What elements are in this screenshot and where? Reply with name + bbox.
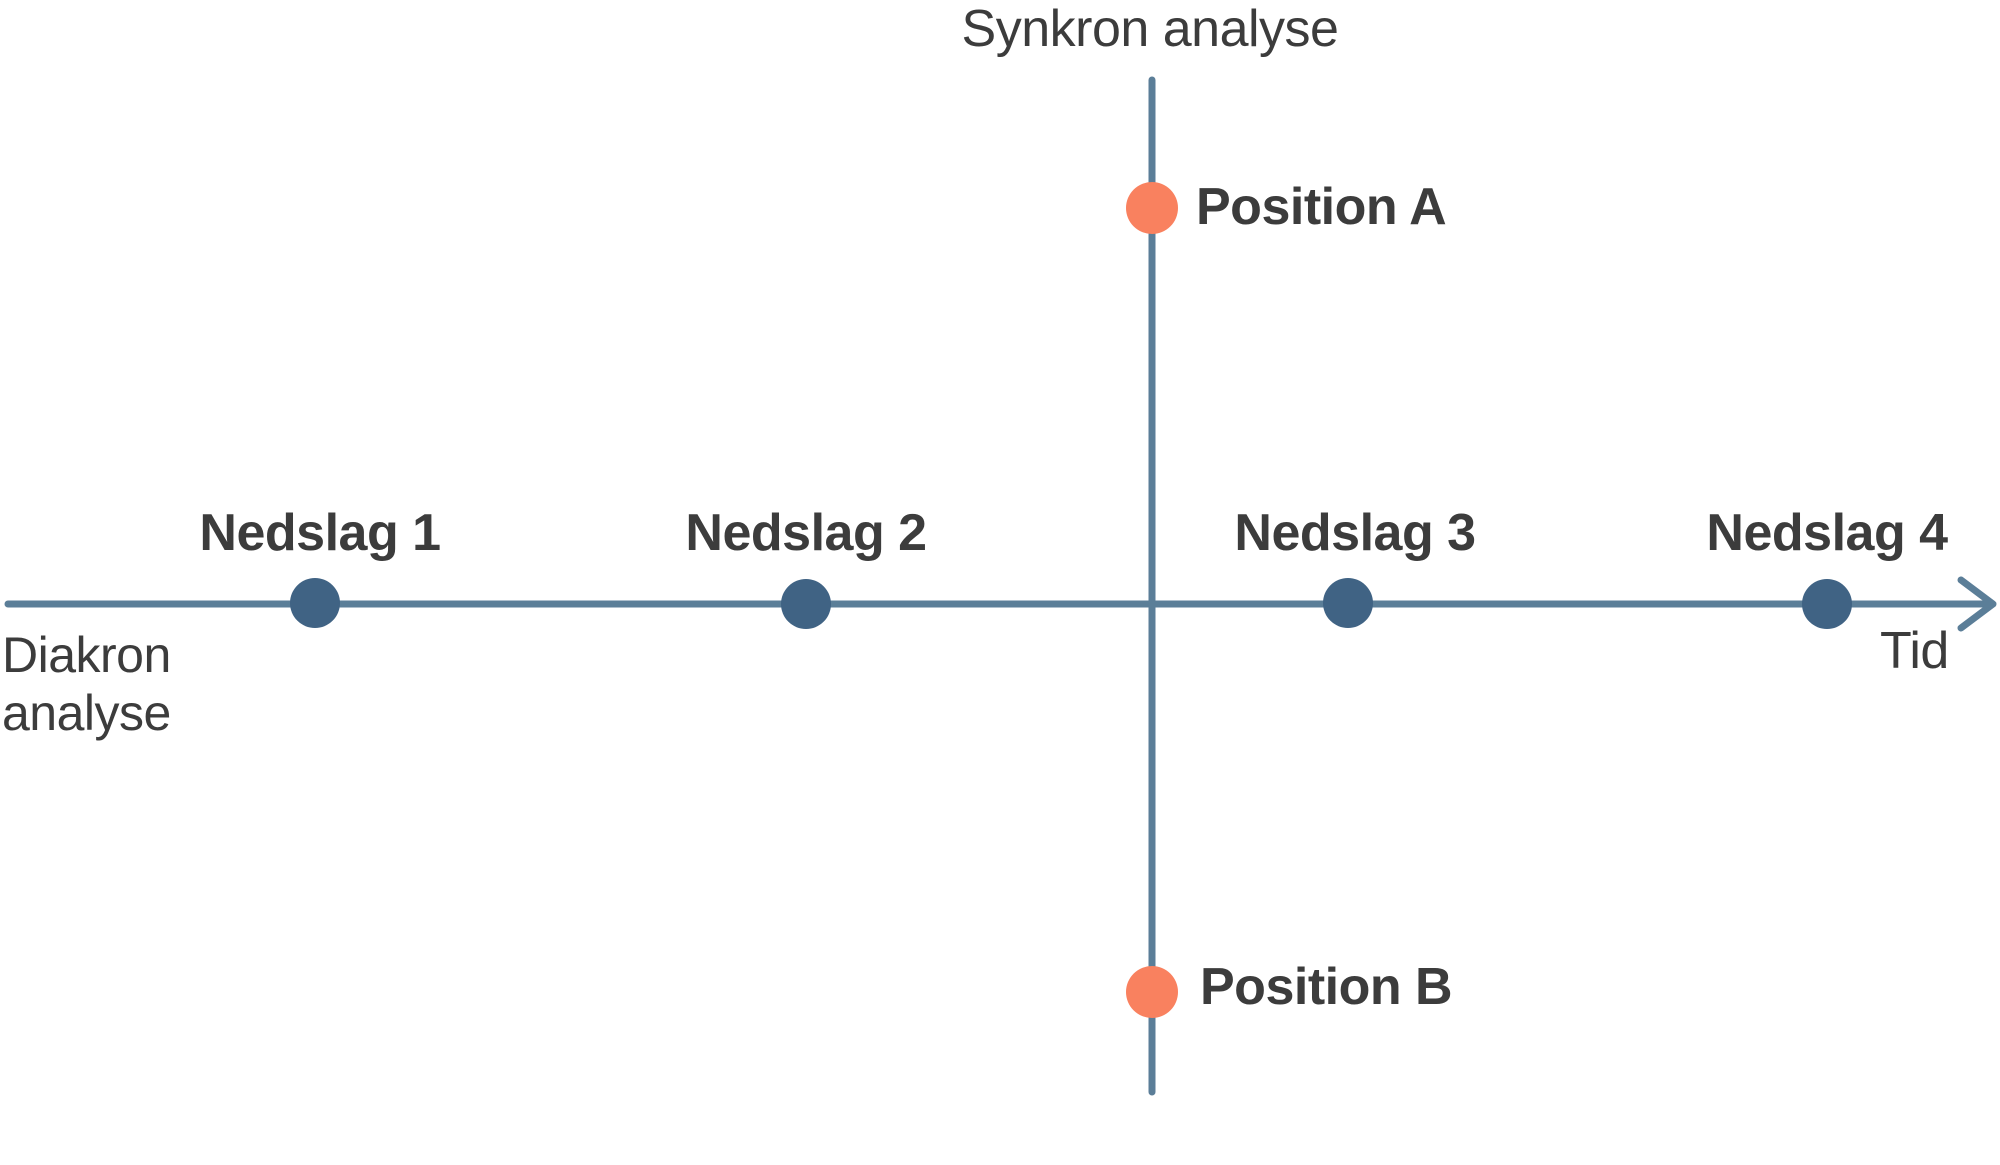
position-a-point xyxy=(1126,182,1178,234)
horizontal-axis-left-label: Diakron analyse xyxy=(2,627,171,741)
position-b-label: Position B xyxy=(1200,957,1453,1016)
nedslag-3-point xyxy=(1323,578,1373,628)
nedslag-4-label: Nedslag 4 xyxy=(1706,504,1948,562)
nedslag-4-point xyxy=(1802,579,1852,629)
position-b-point xyxy=(1126,966,1178,1018)
axis-arrowhead-icon xyxy=(1957,576,1997,632)
nedslag-2-point xyxy=(781,579,831,629)
vertical-axis-label: Synkron analyse xyxy=(961,0,1339,58)
nedslag-3-label: Nedslag 3 xyxy=(1234,504,1476,562)
horizontal-axis-right-label: Tid xyxy=(1880,622,1949,680)
nedslag-2-label: Nedslag 2 xyxy=(685,504,927,562)
nedslag-1-point xyxy=(290,578,340,628)
position-a-label: Position A xyxy=(1196,177,1447,236)
nedslag-1-label: Nedslag 1 xyxy=(199,504,441,562)
